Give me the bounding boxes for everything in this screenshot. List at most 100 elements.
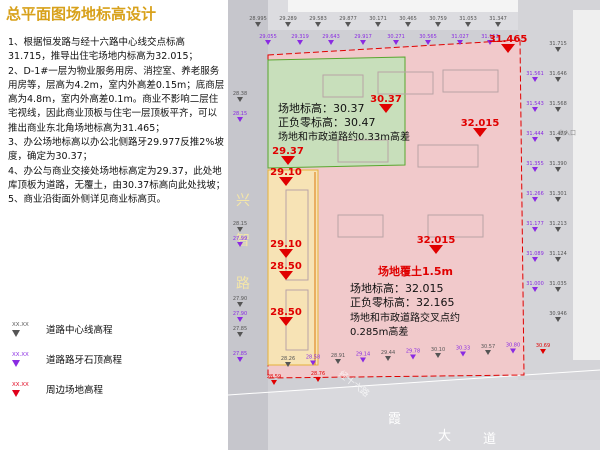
edge-level-mark: 28.76 (311, 371, 325, 382)
bottom-level-mark: 28.91 (331, 353, 345, 364)
curb-level-mark-label: 28.15 (233, 111, 247, 117)
site-elevation-mark: 28.50 (270, 307, 302, 326)
road-level-mark-label: 31.347 (489, 16, 507, 22)
road-level-mark: 31.715 (549, 41, 567, 52)
triangle-marker-icon (375, 22, 381, 27)
triangle-marker-icon (457, 40, 463, 45)
road-level-mark: 31.053 (459, 16, 477, 27)
site-elevation-mark-label: 29.10 (270, 167, 302, 178)
road-edge-line (227, 369, 600, 396)
bottom-level-mark-label: 29.78 (406, 349, 420, 355)
road-level-mark: 31.347 (489, 16, 507, 27)
edge-level-mark-label: 28.76 (311, 371, 325, 377)
triangle-marker-icon (532, 197, 538, 202)
road-level-mark: 28.15 (233, 221, 247, 232)
triangle-marker-icon (12, 390, 20, 397)
curb-level-mark: 31.089 (526, 251, 544, 262)
site-elevation-mark: 29.10 (270, 167, 302, 186)
road-level-mark-label: 31.568 (549, 101, 567, 107)
curb-level-mark: 27.85 (233, 351, 247, 362)
triangle-marker-icon (237, 302, 243, 307)
curb-level-mark: 31.561 (526, 71, 544, 82)
curb-level-mark: 31.266 (526, 191, 544, 202)
bottom-level-mark-label: 30.57 (481, 344, 495, 350)
curb-level-mark-label: 31.543 (526, 101, 544, 107)
triangle-marker-icon (279, 317, 293, 326)
curb-level-mark: 31.444 (526, 131, 544, 142)
site-elevation-mark: 32.015 (461, 118, 500, 137)
edge-level-mark-label: 28.59 (267, 374, 281, 380)
road-level-mark: 29.289 (279, 16, 297, 27)
legend-label: 道路中心线高程 (46, 325, 113, 336)
east-neighbor-block (573, 10, 600, 360)
triangle-marker-icon (555, 167, 561, 172)
road-level-mark: 30.171 (369, 16, 387, 27)
triangle-marker-icon (532, 257, 538, 262)
curb-level-mark: 29.917 (354, 34, 372, 45)
triangle-marker-icon (393, 40, 399, 45)
red-zone-diff-2: 0.285m高差 (350, 325, 408, 338)
triangle-marker-icon (335, 359, 341, 364)
triangle-marker-icon (487, 40, 493, 45)
site-elevation-mark-label: 28.50 (270, 261, 302, 272)
red-zone-zero-level: 正负零标高：32.165 (350, 295, 455, 309)
road-level-mark: 29.583 (309, 16, 327, 27)
triangle-marker-icon (555, 287, 561, 292)
road-level-mark: 31.568 (549, 101, 567, 112)
road-level-mark-label: 27.90 (233, 296, 247, 302)
triangle-marker-icon (360, 40, 366, 45)
road-level-mark-label: 30.946 (549, 311, 567, 317)
bottom-level-mark: 29.78 (406, 349, 420, 360)
red-zone-site-level: 场地标高：32.015 (350, 281, 444, 295)
note-4: 4、办公与商业交接处场地标高定为29.37，此处地库顶板为道路，无覆土，由30.… (8, 165, 226, 191)
road-level-mark: 31.301 (549, 191, 567, 202)
legend-level: XX.XX (12, 352, 29, 358)
bottom-level-mark-label: 28.91 (331, 353, 345, 359)
road-level-mark: 27.90 (233, 296, 247, 307)
legend-curb-top: XX.XX 道路路牙石顶高程 (8, 352, 208, 382)
road-name-char: 道 (483, 432, 496, 447)
triangle-marker-icon (237, 332, 243, 337)
curb-level-mark: 31.543 (526, 101, 544, 112)
triangle-marker-icon (473, 128, 487, 137)
site-elevation-mark: 29.37 (272, 146, 304, 165)
site-elevation-mark-label: 32.015 (461, 118, 500, 129)
triangle-marker-icon (495, 22, 501, 27)
legend-level: XX.XX (12, 322, 29, 328)
triangle-marker-icon (555, 47, 561, 52)
road-level-mark-label: 29.583 (309, 16, 327, 22)
curb-level-mark-label: 27.99 (233, 236, 247, 242)
curb-level-mark-label: 31.355 (526, 161, 544, 167)
curb-level-mark-label: 31.027 (451, 34, 469, 40)
triangle-marker-icon (532, 137, 538, 142)
edge-level-mark-label: 30.69 (536, 343, 550, 349)
curb-level-mark-label: 29.319 (291, 34, 309, 40)
triangle-marker-icon (237, 97, 243, 102)
legend: XX.XX 道路中心线高程 XX.XX 道路路牙石顶高程 XX.XX 周边场地高… (8, 322, 208, 412)
bottom-level-mark: 29.14 (356, 352, 370, 363)
street-name-char: 路 (236, 276, 250, 292)
road-level-mark-label: 31.035 (549, 281, 567, 287)
road-level-mark-label: 31.479 (549, 131, 567, 137)
note-3: 3、办公场地标高以办公北侧路牙29.977反推2%坡度，确定为30.37； (8, 137, 224, 163)
curb-level-mark-label: 31.153 (481, 34, 499, 40)
curb-level-mark-label: 27.90 (233, 311, 247, 317)
road-level-mark: 31.390 (549, 161, 567, 172)
site-elevation-mark-label: 31.465 (489, 34, 528, 45)
bottom-level-mark-label: 30.80 (506, 343, 520, 349)
triangle-marker-icon (237, 357, 243, 362)
road-name-char: 霞 (388, 412, 401, 427)
bottom-level-mark: 30.10 (431, 347, 445, 358)
curb-level-mark: 28.15 (233, 111, 247, 122)
bottom-level-mark-label: 28.26 (281, 356, 295, 362)
triangle-marker-icon (555, 107, 561, 112)
triangle-marker-icon (429, 245, 443, 254)
bottom-level-mark: 28.26 (281, 356, 295, 367)
road-level-mark-label: 31.213 (549, 221, 567, 227)
south-road (228, 370, 600, 450)
triangle-marker-icon (310, 360, 316, 366)
curb-level-mark: 30.271 (387, 34, 405, 45)
curb-level-mark-label: 30.271 (387, 34, 405, 40)
red-zone-diff-1: 场地和市政道路交叉点约 (350, 311, 460, 324)
triangle-marker-icon (460, 351, 466, 357)
